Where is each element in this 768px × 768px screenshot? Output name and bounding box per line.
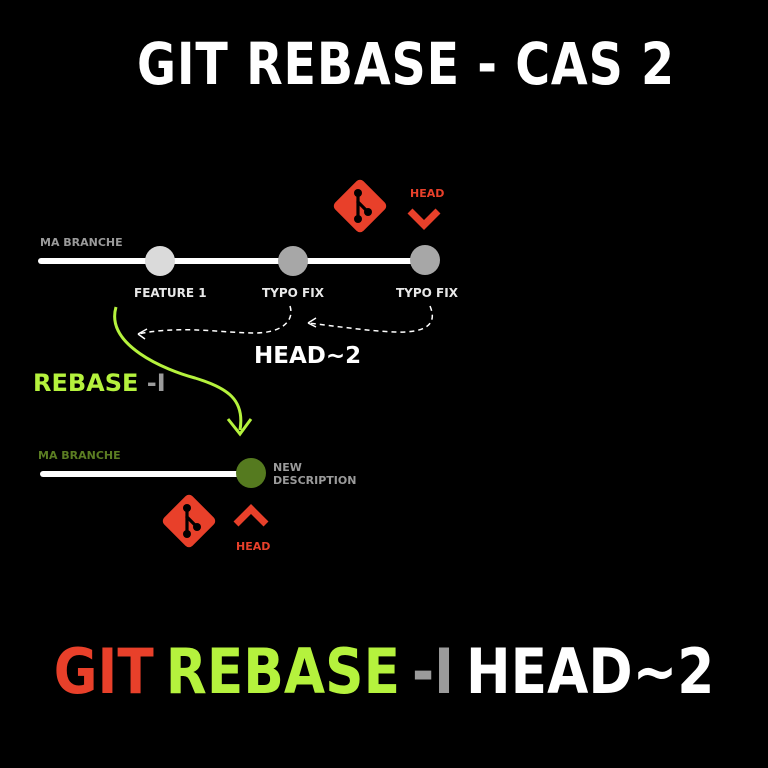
commit-label-typo-fix-1: TYPO FIX	[262, 286, 324, 300]
commit-label-line-2: DESCRIPTION	[273, 474, 357, 487]
top-branch-label: MA BRANCHE	[40, 236, 123, 249]
head-arrow-down-icon	[407, 208, 441, 230]
commit-dot-new-description	[236, 458, 266, 488]
commit-dot-typo-fix-2	[410, 245, 440, 275]
relative-ref-label: HEAD~2	[254, 343, 362, 369]
command-git: GIT	[53, 635, 154, 708]
top-branch-line	[38, 258, 428, 264]
bottom-branch-line	[40, 471, 250, 477]
git-logo-icon	[333, 179, 387, 233]
commit-label-line-1: NEW	[273, 461, 302, 474]
commit-label-new-description: NEW DESCRIPTION	[273, 461, 356, 487]
head-label-top: HEAD	[410, 187, 445, 200]
commit-label-typo-fix-2: TYPO FIX	[396, 286, 458, 300]
bottom-branch-label: MA BRANCHE	[38, 449, 121, 462]
head-arrow-up-icon	[233, 504, 269, 527]
head-label-bottom: HEAD	[236, 540, 271, 553]
commit-dot-feature-1	[145, 246, 175, 276]
curved-arrow-icon	[113, 306, 243, 431]
rebase-label: REBASE -I	[33, 369, 166, 397]
commit-label-feature-1: FEATURE 1	[134, 286, 207, 300]
page-title: GIT REBASE - CAS 2	[137, 30, 675, 98]
rebase-word: REBASE	[33, 369, 139, 397]
dashed-arrow-icon	[137, 305, 292, 335]
command-flag: -I	[412, 635, 455, 708]
dashed-arrow-icon	[307, 305, 434, 333]
command-rebase: REBASE	[165, 635, 400, 708]
command-ref: HEAD~2	[466, 635, 715, 708]
commit-dot-typo-fix-1	[278, 246, 308, 276]
rebase-flag: -I	[146, 369, 166, 397]
git-logo-icon	[162, 494, 216, 548]
